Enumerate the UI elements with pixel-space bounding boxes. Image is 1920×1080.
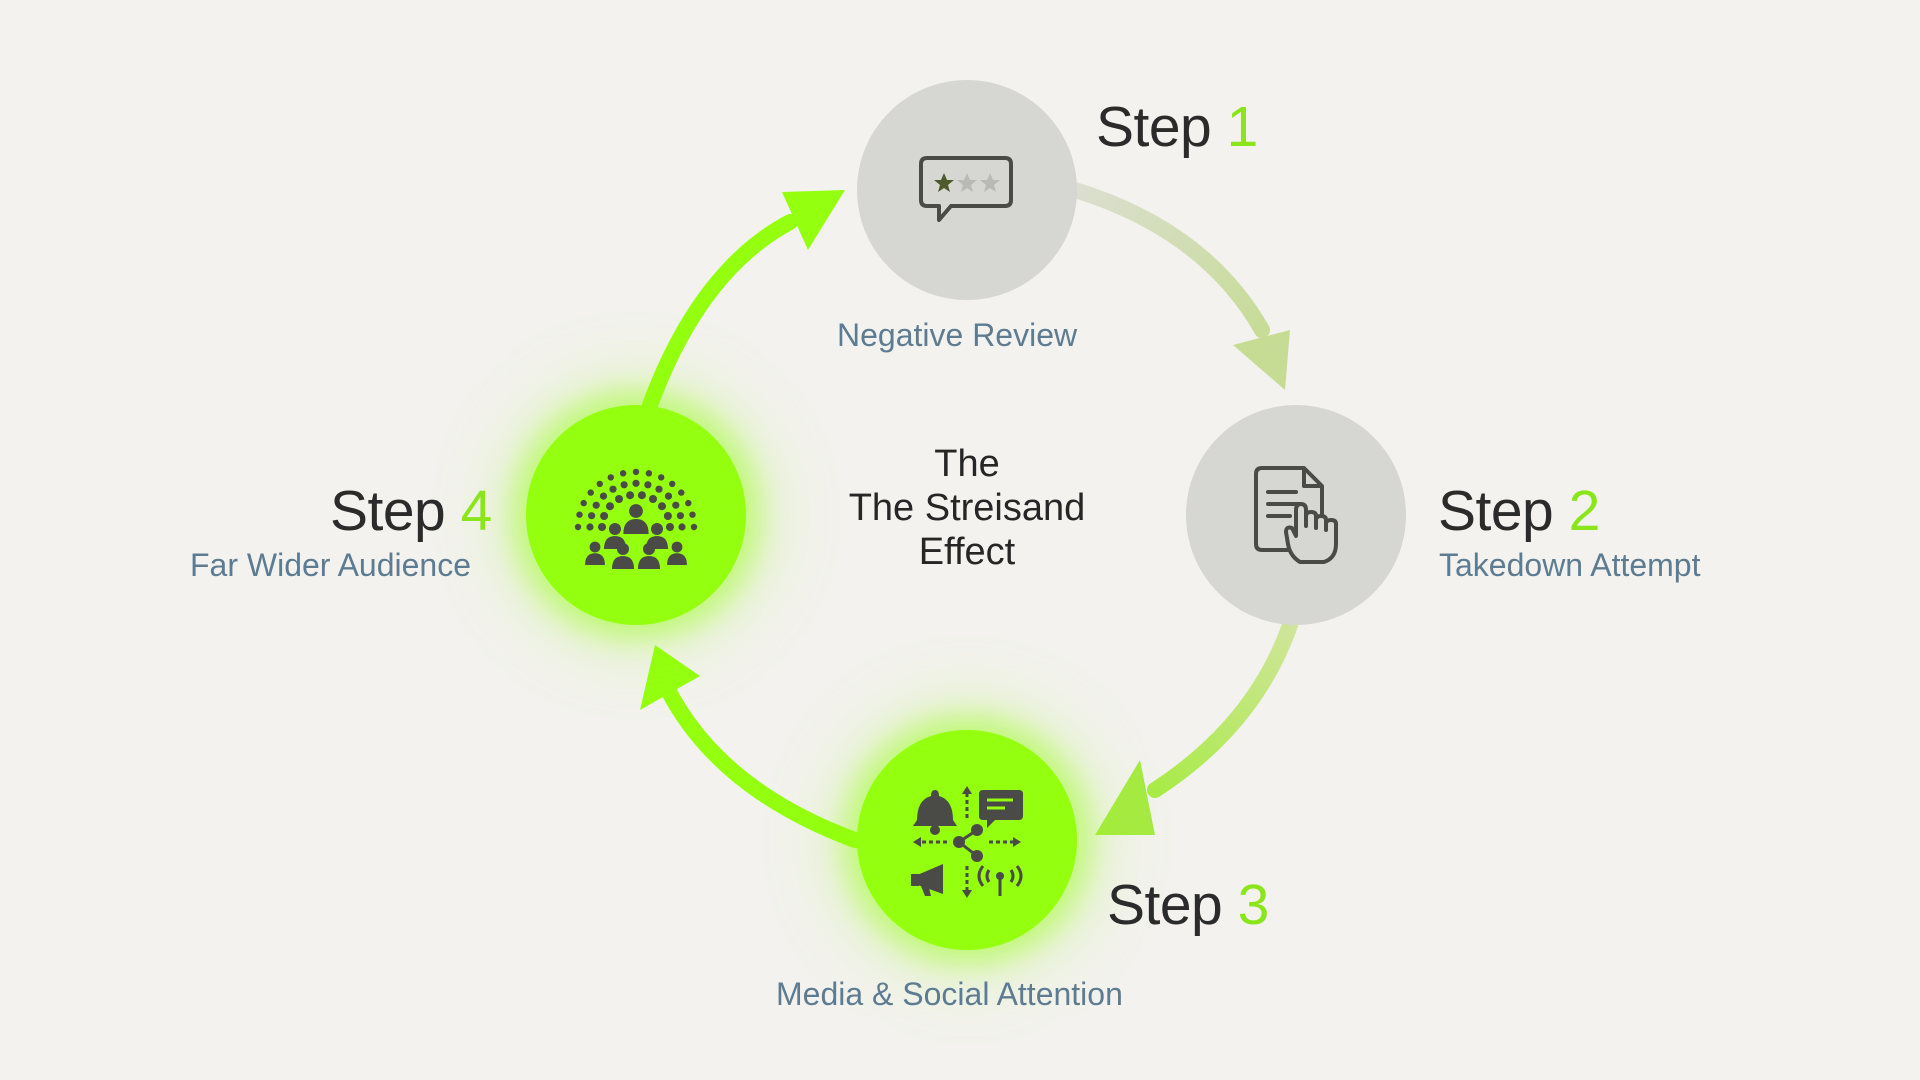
arrowhead-step2-to-step3	[1095, 760, 1155, 835]
burst-dot	[632, 468, 640, 476]
burst-dot	[586, 523, 594, 531]
bell-icon	[913, 790, 957, 835]
burst-dot	[658, 474, 665, 481]
center-title-line1: The	[934, 443, 1000, 485]
step1-label: Negative Review	[837, 317, 1078, 353]
center-title: The The Streisand Effect	[770, 442, 1164, 574]
share-icon	[953, 824, 983, 862]
step2-node	[1186, 405, 1406, 625]
arrow-step4-to-step1	[642, 214, 798, 413]
burst-dot	[588, 512, 596, 520]
arrow-step3-to-step4	[660, 682, 863, 848]
burst-dot	[669, 480, 676, 488]
burst-dot	[672, 501, 680, 509]
burst-dot	[609, 485, 617, 493]
person-silhouette	[638, 543, 660, 569]
burst-dot	[666, 523, 674, 531]
step4-word: Step	[330, 479, 446, 543]
burst-dot	[596, 480, 603, 488]
step2-word: Step	[1438, 479, 1554, 543]
burst-dot	[649, 495, 657, 503]
burst-dot	[685, 499, 692, 507]
person-silhouette	[667, 541, 687, 565]
step1-title: Step 1	[1096, 94, 1258, 160]
step4-title: Step 4	[330, 478, 492, 544]
crowd-burst-icon	[574, 468, 698, 569]
burst-dot	[678, 489, 685, 496]
center-title-line3: Effect	[918, 531, 1016, 573]
step3-number: 3	[1237, 873, 1270, 937]
arrow-step2-to-step3	[1147, 617, 1298, 798]
chat-icon	[979, 790, 1023, 828]
burst-dot	[576, 511, 583, 518]
burst-dot	[678, 523, 686, 531]
burst-dot	[690, 523, 698, 531]
step1-word: Step	[1096, 95, 1212, 159]
arrowhead-step3-to-step4	[640, 645, 700, 710]
person-silhouette	[612, 543, 634, 569]
step3-label: Media & Social Attention	[776, 976, 1123, 1012]
burst-dot	[619, 470, 627, 477]
broadcast-icon	[977, 865, 1023, 896]
burst-dot	[592, 501, 600, 509]
step2-title: Step 2	[1438, 478, 1600, 544]
arrow-step1-to-step2	[1067, 182, 1270, 338]
burst-dot	[632, 479, 640, 487]
person-silhouette	[623, 504, 649, 534]
burst-dot	[599, 492, 608, 500]
step4-label: Far Wider Audience	[190, 547, 472, 583]
person-silhouette	[585, 541, 605, 565]
burst-dot	[644, 481, 652, 489]
step3-node	[857, 730, 1077, 950]
step4-node	[526, 405, 746, 625]
burst-dot	[600, 512, 609, 520]
step1-number: 1	[1226, 95, 1259, 159]
center-title-line2: The Streisand	[848, 487, 1086, 529]
rating-bubble-icon	[919, 156, 1013, 222]
arrowhead-step4-to-step1	[782, 190, 845, 250]
burst-dot	[637, 491, 646, 500]
arrowhead-step1-to-step2	[1233, 330, 1290, 390]
megaphone-icon	[911, 864, 943, 896]
burst-dot	[580, 499, 587, 507]
burst-dot	[655, 485, 663, 493]
burst-dot	[664, 492, 673, 500]
burst-dot	[658, 502, 666, 511]
step2-number: 2	[1568, 479, 1601, 543]
burst-dot	[587, 489, 594, 496]
step3-title: Step 3	[1107, 872, 1269, 938]
burst-dot	[620, 481, 628, 489]
media-share-icon	[911, 786, 1023, 898]
burst-dot	[689, 511, 696, 518]
burst-dot	[607, 474, 614, 481]
burst-dot	[663, 512, 672, 520]
step4-number: 4	[460, 479, 493, 543]
burst-dot	[598, 523, 606, 531]
document-hand-icon	[1254, 466, 1338, 564]
burst-dot	[626, 491, 635, 500]
burst-dot	[574, 523, 582, 531]
burst-dot	[676, 512, 684, 520]
burst-dot	[606, 502, 614, 511]
step2-label: Takedown Attempt	[1439, 547, 1701, 583]
step1-node	[857, 80, 1077, 300]
burst-dot	[645, 470, 653, 477]
step3-word: Step	[1107, 873, 1223, 937]
burst-dot	[615, 495, 623, 503]
